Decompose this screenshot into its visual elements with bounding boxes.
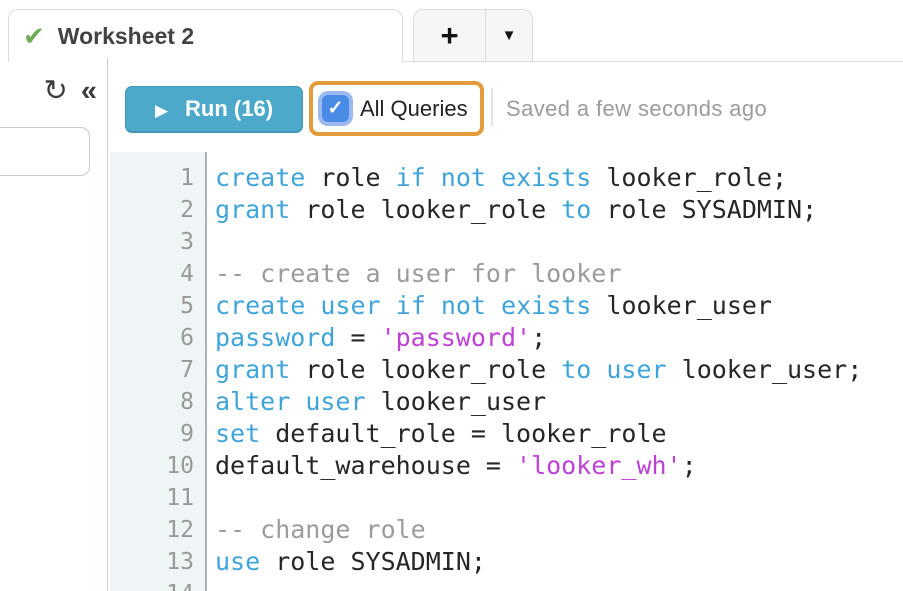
- code-token: looker_user: [365, 387, 547, 416]
- code-area[interactable]: create role if not exists looker_role;gr…: [207, 152, 903, 591]
- add-worksheet-button[interactable]: +: [414, 10, 486, 61]
- code-token: to: [561, 195, 592, 224]
- code-line[interactable]: grant role looker_role to user looker_us…: [215, 354, 903, 386]
- code-token: [290, 387, 305, 416]
- code-token: create: [215, 291, 306, 320]
- play-icon: ▶: [154, 100, 169, 120]
- code-line[interactable]: grant role looker_role to role SYSADMIN;: [215, 194, 903, 226]
- code-token: 'password': [380, 323, 532, 352]
- code-token: looker_user;: [666, 355, 863, 384]
- line-number: 7: [180, 357, 194, 383]
- caret-down-icon: ▼: [501, 27, 517, 44]
- all-queries-toggle[interactable]: ✓ All Queries: [309, 81, 484, 136]
- code-token: alter: [215, 387, 291, 416]
- save-status-text: Saved a few seconds ago: [506, 96, 768, 121]
- line-number: 9: [180, 421, 194, 447]
- line-number: 4: [180, 261, 194, 287]
- code-line[interactable]: [215, 482, 903, 514]
- line-number: 2: [180, 197, 194, 223]
- sidebar-controls: ↻ «: [0, 77, 97, 106]
- code-token: grant: [215, 355, 291, 384]
- code-token: looker_user: [591, 291, 772, 320]
- code-line[interactable]: [215, 578, 903, 591]
- code-token: set: [215, 419, 261, 448]
- code-line[interactable]: set default_role = looker_role: [215, 418, 903, 450]
- code-line[interactable]: default_warehouse = 'looker_wh';: [215, 450, 903, 482]
- code-token: not: [440, 163, 486, 192]
- code-token: -- create a user for looker: [215, 259, 622, 288]
- code-line[interactable]: -- create a user for looker: [215, 258, 903, 290]
- line-number-gutter: 1234567891011121314: [110, 152, 207, 591]
- code-token: exists: [501, 163, 592, 192]
- code-token: use: [215, 547, 261, 576]
- line-number: 13: [166, 549, 194, 575]
- line-number: 11: [166, 485, 194, 511]
- code-line[interactable]: use role SYSADMIN;: [215, 546, 903, 578]
- code-token: -- change role: [215, 515, 426, 544]
- code-token: ;: [681, 451, 697, 480]
- code-token: [486, 291, 501, 320]
- code-token: looker_role;: [591, 163, 787, 192]
- code-token: password: [215, 323, 336, 352]
- all-queries-checkbox[interactable]: ✓: [322, 95, 349, 122]
- new-worksheet-tab: + ▼: [413, 9, 533, 61]
- line-number: 14: [110, 578, 194, 591]
- code-token: role SYSADMIN;: [260, 547, 486, 576]
- run-button[interactable]: ▶ Run (16): [125, 86, 303, 133]
- code-line[interactable]: create user if not exists looker_user: [215, 290, 903, 322]
- code-token: user: [606, 355, 667, 384]
- code-token: if: [395, 163, 426, 192]
- code-editor: 1234567891011121314 create role if not e…: [110, 152, 903, 591]
- code-token: [426, 163, 441, 192]
- code-token: user: [305, 387, 366, 416]
- code-token: create: [215, 163, 306, 192]
- code-token: role SYSADMIN;: [591, 195, 818, 224]
- code-token: user: [320, 291, 381, 320]
- worksheet-menu-button[interactable]: ▼: [486, 10, 532, 61]
- code-token: default_warehouse =: [215, 451, 517, 480]
- plus-icon: +: [440, 17, 459, 53]
- code-line[interactable]: alter user looker_user: [215, 386, 903, 418]
- line-number: 5: [180, 293, 194, 319]
- code-token: ;: [531, 323, 547, 352]
- code-line[interactable]: -- change role: [215, 514, 903, 546]
- code-token: [591, 355, 606, 384]
- tabbar-bottom-border: [403, 61, 903, 62]
- code-token: =: [335, 323, 381, 352]
- code-token: to: [561, 355, 592, 384]
- line-number: 6: [180, 325, 194, 351]
- code-token: [426, 291, 441, 320]
- code-token: 'looker_wh': [516, 451, 682, 480]
- line-number: 3: [180, 229, 194, 255]
- checkbox-check-icon: ✓: [327, 98, 344, 119]
- line-number: 1: [180, 165, 194, 191]
- sidebar-search-box[interactable]: [0, 127, 90, 176]
- code-token: role looker_role: [290, 355, 562, 384]
- code-token: [381, 291, 396, 320]
- code-token: [305, 291, 320, 320]
- sidebar-divider: [107, 58, 108, 591]
- code-token: role looker_role: [290, 195, 562, 224]
- refresh-icon[interactable]: ↻: [43, 75, 68, 107]
- collapse-sidebar-icon[interactable]: «: [80, 75, 97, 107]
- code-line[interactable]: [215, 226, 903, 258]
- line-number: 8: [180, 389, 194, 415]
- code-token: not: [440, 291, 486, 320]
- code-token: if: [395, 291, 426, 320]
- all-queries-label[interactable]: All Queries: [360, 95, 468, 121]
- code-line[interactable]: create role if not exists looker_role;: [215, 162, 903, 194]
- code-token: grant: [215, 195, 291, 224]
- run-button-label: Run (16): [185, 96, 274, 121]
- code-token: default_role = looker_role: [260, 419, 667, 448]
- toolbar-divider: [491, 88, 493, 126]
- code-line[interactable]: password = 'password';: [215, 322, 903, 354]
- line-number: 12: [166, 517, 194, 543]
- line-number: 10: [166, 453, 194, 479]
- code-token: role: [305, 163, 396, 192]
- tab-title: Worksheet 2: [57, 22, 195, 49]
- code-token: [486, 163, 501, 192]
- code-token: exists: [501, 291, 592, 320]
- tab-worksheet-2[interactable]: ✔ Worksheet 2: [8, 9, 403, 62]
- worksheet-saved-check-icon: ✔: [23, 21, 45, 51]
